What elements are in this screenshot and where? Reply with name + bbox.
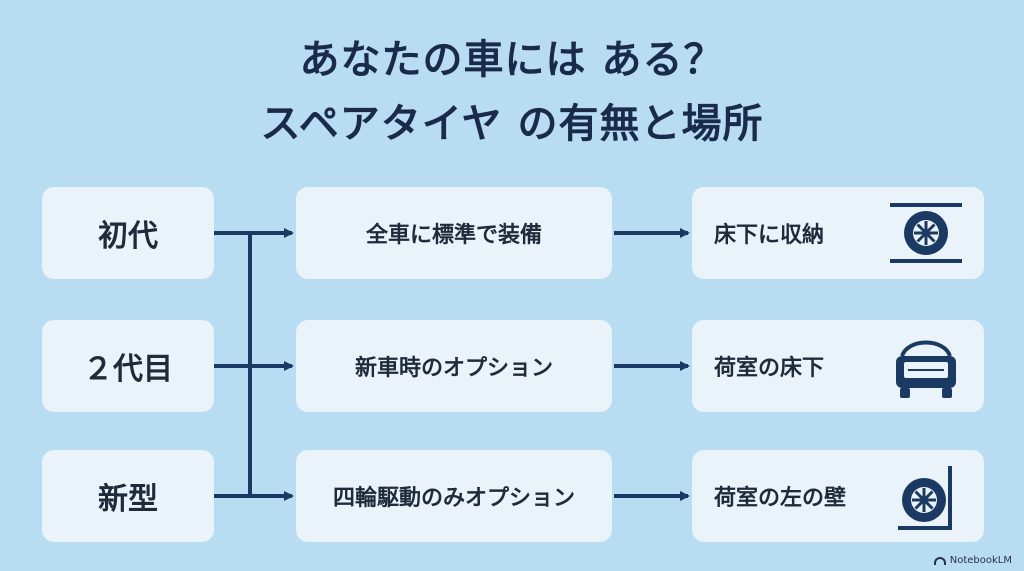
location-box-2: 荷室の床下	[692, 320, 984, 412]
tire-wall-icon	[898, 466, 952, 530]
option-label-1: 全車に標準で装備	[365, 223, 542, 248]
generation-box-2: ２代目	[42, 320, 214, 412]
option-label-2: 新車時のオプション	[354, 356, 553, 381]
option-box-2: 新車時のオプション	[296, 320, 612, 412]
brand-label: NotebookLM	[949, 555, 1012, 566]
tire-under-floor-icon	[890, 203, 962, 263]
generation-box-3: 新型	[42, 450, 214, 542]
option-box-3: 四輪駆動のみオプション	[296, 450, 612, 542]
open-trunk-car-icon	[896, 340, 956, 398]
title-line-2: スペアタイヤ の有無と場所	[260, 101, 764, 147]
location-box-1: 床下に収納	[692, 187, 984, 279]
option-label-3: 四輪駆動のみオプション	[332, 486, 575, 511]
title-line-1: あなたの車には ある？	[299, 37, 725, 83]
location-label-1: 床下に収納	[714, 223, 825, 248]
generation-label-2: ２代目	[83, 352, 173, 387]
location-box-3: 荷室の左の壁	[692, 450, 984, 542]
location-label-3: 荷室の左の壁	[714, 486, 847, 511]
notebooklm-logo-icon	[933, 556, 946, 565]
option-box-1: 全車に標準で装備	[296, 187, 612, 279]
location-label-2: 荷室の床下	[714, 356, 825, 381]
generation-label-3: 新型	[98, 482, 158, 517]
generation-label-1: 初代	[98, 219, 158, 254]
generation-box-1: 初代	[42, 187, 214, 279]
brand-watermark: NotebookLM	[933, 555, 1012, 566]
